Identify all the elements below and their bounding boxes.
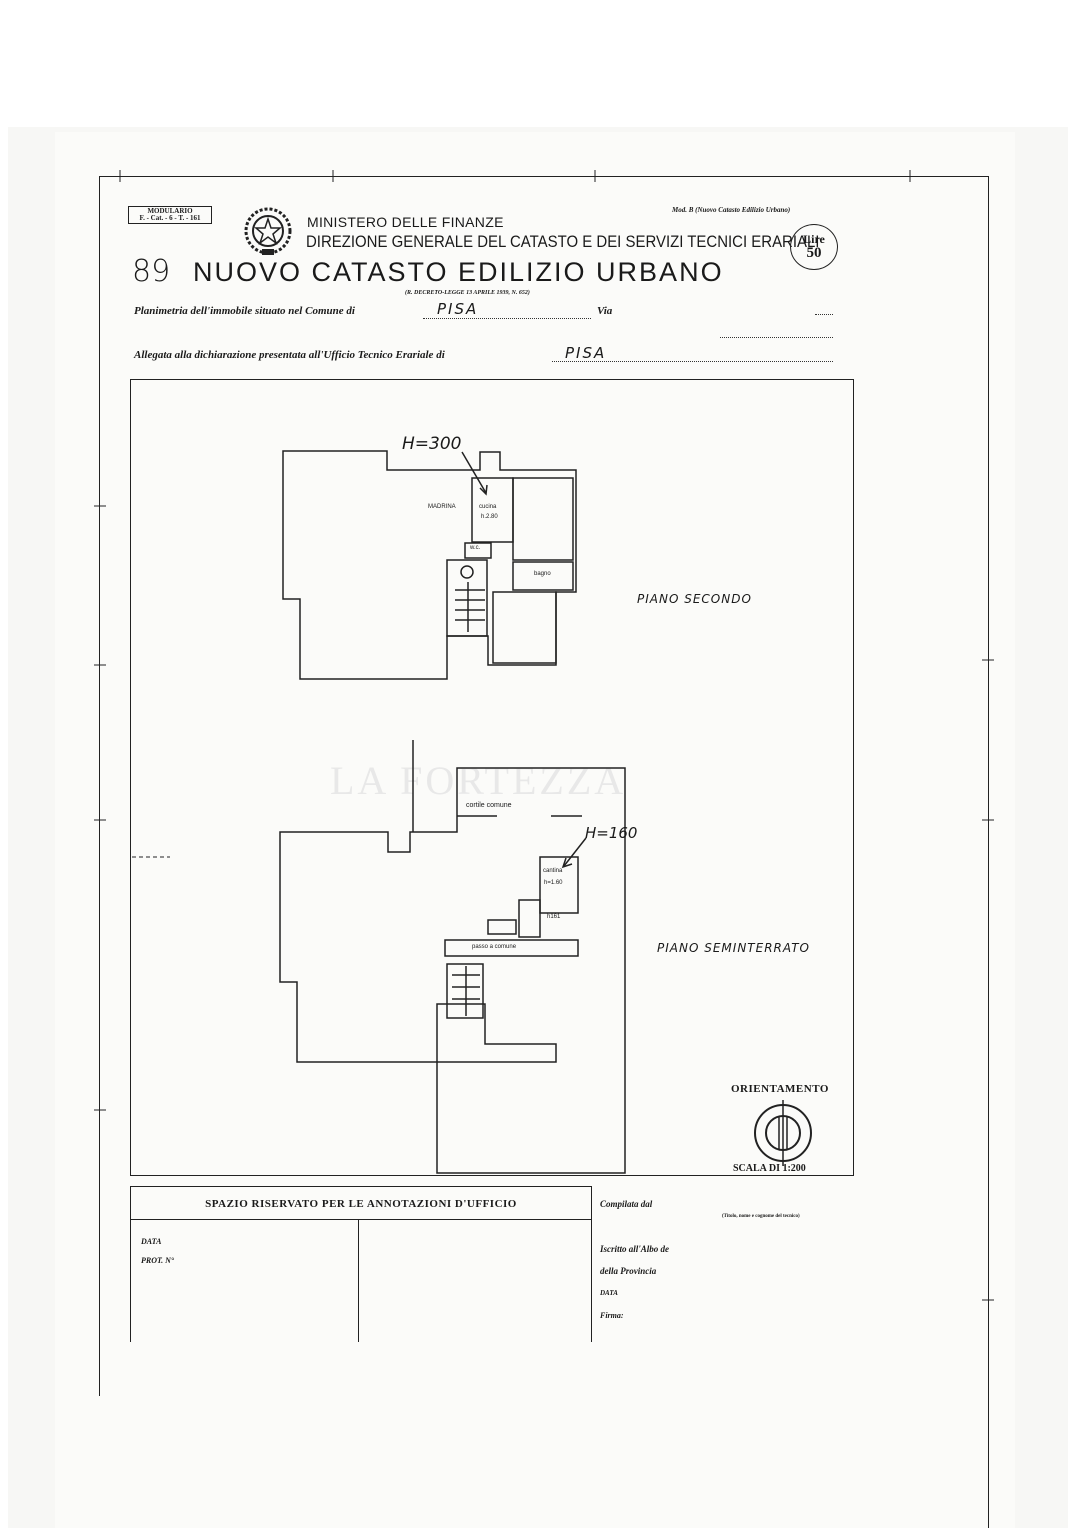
comune-value: PISA <box>437 300 479 318</box>
provincia-label: della Provincia <box>600 1266 657 1276</box>
comune-dotline <box>423 318 591 319</box>
cantina-label: cantina <box>543 868 563 874</box>
passo-label: passo a comune <box>472 944 517 950</box>
modulario-box: MODULARIO F. - Cat. - 6 - T. - 161 <box>128 206 212 224</box>
compiler-data-label: DATA <box>600 1289 618 1297</box>
ufficio-dotline <box>552 361 833 362</box>
planimetria-label: Planimetria dell'immobile situato nel Co… <box>134 305 355 317</box>
firma-label: Firma: <box>600 1311 624 1320</box>
bagno-label: bagno <box>534 571 551 577</box>
h-small-label: h161 <box>547 914 561 920</box>
ufficio-value: PISA <box>565 344 607 362</box>
decreto-label: (R. DECRETO-LEGGE 13 APRILE 1939, N. 652… <box>405 290 530 296</box>
piano-seminterrato-label: PIANO SEMINTERRATO <box>657 941 810 955</box>
document-sheet <box>55 132 1015 1528</box>
upper-room-right <box>512 477 574 561</box>
via-dotline-2 <box>720 337 833 338</box>
annotations-title: SPAZIO RISERVATO PER LE ANNOTAZIONI D'UF… <box>131 1187 591 1220</box>
annotations-prot-label: PROT. N° <box>141 1256 175 1265</box>
lower-cantina <box>539 856 579 914</box>
ministero-label: MINISTERO DELLE FINANZE <box>307 214 504 230</box>
via-dotline <box>815 314 833 315</box>
upper-cucina <box>471 477 514 543</box>
frame-left-line <box>99 176 100 1396</box>
compilata-note: (Titolo, nome e cognome del tecnico) <box>722 1214 800 1219</box>
cantina-height: h=1.60 <box>544 880 563 886</box>
lire-label: Lire <box>803 232 825 246</box>
lower-stair <box>446 963 484 1019</box>
orientation-label: ORIENTAMENTO <box>731 1083 829 1095</box>
annotations-divider <box>358 1219 359 1342</box>
compilata-label: Compilata dal <box>600 1199 653 1209</box>
frame-right-line <box>988 176 989 1528</box>
upper-wc <box>464 542 492 559</box>
lire-value: 50 <box>806 245 822 261</box>
lower-room-small <box>518 899 541 938</box>
h-bottom-label: H=160 <box>585 824 638 842</box>
cucina-top-label: cucina <box>479 504 497 510</box>
lower-passo <box>444 939 579 957</box>
upper-building-outline <box>282 450 577 680</box>
lire-stamp: Lire 50 <box>790 224 838 270</box>
mod-b-label: Mod. B (Nuovo Catasto Edilizio Urbano) <box>672 206 791 214</box>
document-number: 89 <box>132 254 171 289</box>
h-top-label: H=300 <box>402 434 462 454</box>
piano-secondo-label: PIANO SECONDO <box>637 592 752 606</box>
modulario-text: MODULARIO F. - Cat. - 6 - T. - 161 <box>139 207 201 222</box>
cortile-label: cortile comune <box>466 802 512 809</box>
wc-label: w.c. <box>470 545 481 551</box>
allegata-label: Allegata alla dichiarazione presentata a… <box>134 349 445 361</box>
state-emblem-icon <box>244 207 292 255</box>
upper-stair <box>446 559 488 637</box>
document-title: NUOVO CATASTO EDILIZIO URBANO <box>193 257 724 287</box>
floor-plan-area <box>130 379 854 1176</box>
direzione-label: DIREZIONE GENERALE DEL CATASTO E DEI SER… <box>306 232 820 251</box>
via-label: Via <box>597 305 613 317</box>
annotations-data-label: DATA <box>141 1237 162 1246</box>
frame-top-line <box>100 176 988 177</box>
upper-lower-room <box>492 591 557 664</box>
upper-flue <box>460 565 474 579</box>
cucina-top-height: h.2.80 <box>481 514 498 520</box>
iscritto-label: Iscritto all'Albo de <box>600 1244 670 1254</box>
upper-bagno <box>512 561 574 591</box>
annotations-box: SPAZIO RISERVATO PER LE ANNOTAZIONI D'UF… <box>130 1186 592 1342</box>
scale-label: SCALA DI 1:200 <box>733 1163 806 1174</box>
lower-building-outline <box>279 767 626 1174</box>
watermark: LA FORTEZZA <box>330 758 627 803</box>
madrina-label: MADRINA <box>428 504 456 510</box>
